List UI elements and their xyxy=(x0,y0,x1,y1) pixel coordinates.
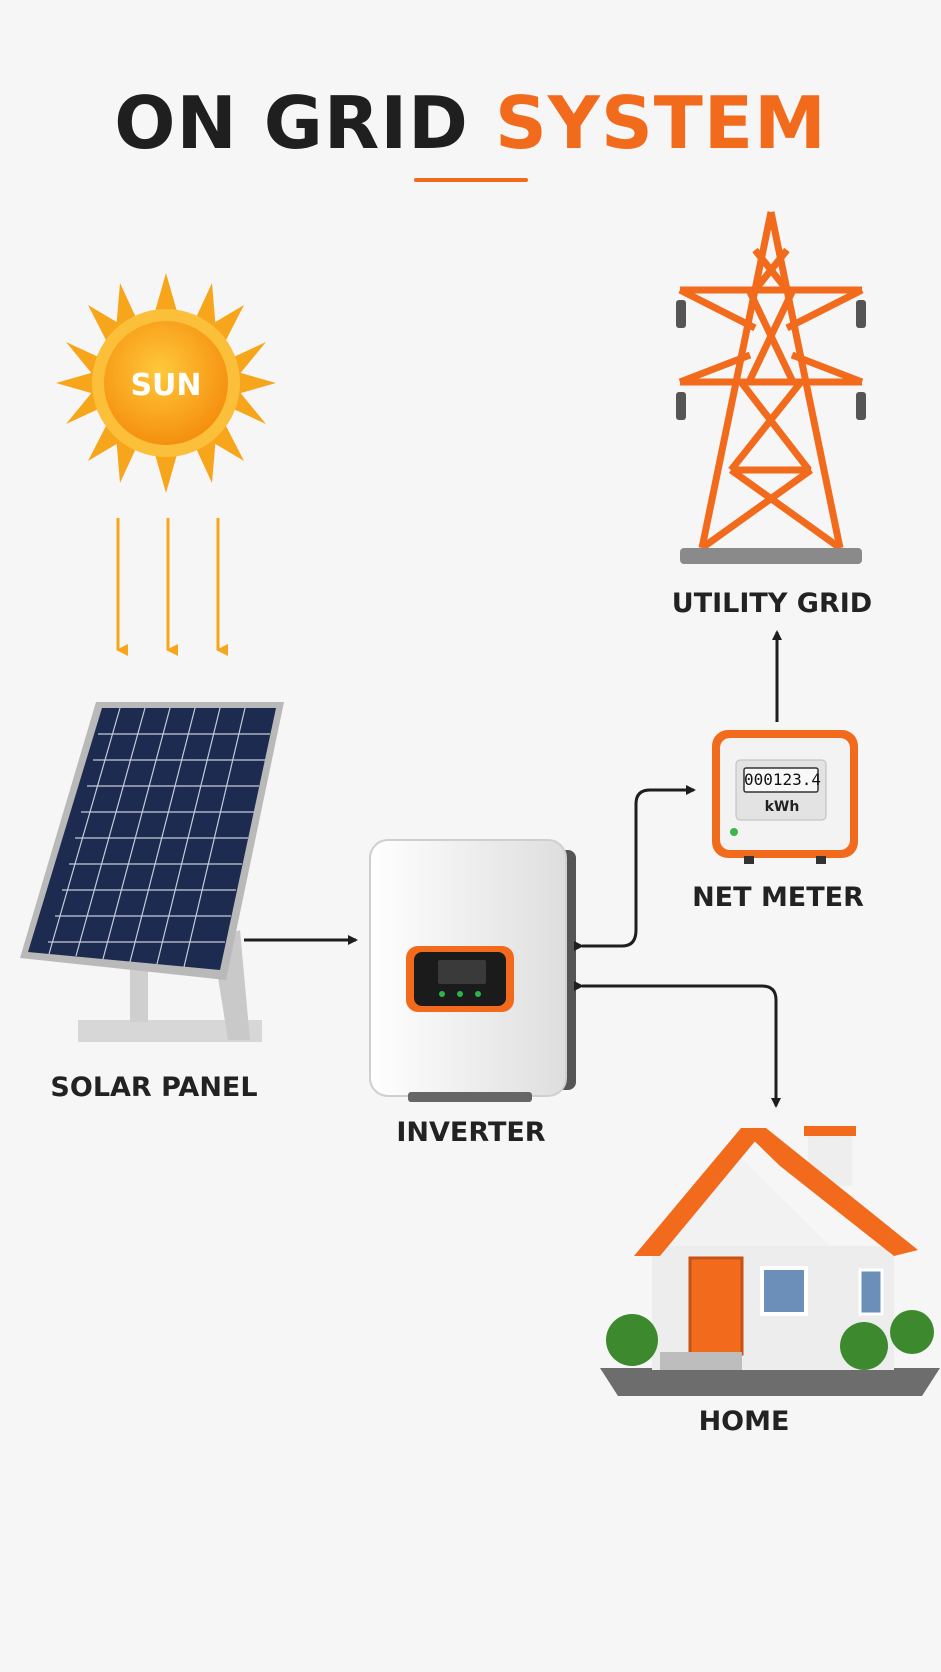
inverter-label: INVERTER xyxy=(396,1117,546,1148)
arrow-inverter-meter xyxy=(574,785,696,951)
meter-reading: 000123.4 xyxy=(744,770,822,789)
solar-panel-icon xyxy=(20,702,284,1042)
net-meter-icon xyxy=(712,730,858,864)
transmission-tower-icon xyxy=(678,211,864,551)
tower-insulators xyxy=(676,300,866,420)
title-underline xyxy=(414,178,528,182)
tower-base xyxy=(680,548,862,564)
utility-grid-label: UTILITY GRID xyxy=(671,588,873,619)
sun-label: SUN xyxy=(130,368,202,403)
inverter-icon xyxy=(369,839,576,1102)
title-part-1: ON GRID xyxy=(114,81,469,165)
home-label: HOME xyxy=(698,1406,790,1437)
house-icon xyxy=(600,1126,940,1396)
solar-panel-label: SOLAR PANEL xyxy=(50,1072,258,1103)
sunlight-arrows xyxy=(116,518,228,656)
meter-unit: kWh xyxy=(764,799,800,815)
net-meter-label: NET METER xyxy=(692,882,864,913)
arrow-inverter-home xyxy=(574,981,781,1108)
title-part-2: SYSTEM xyxy=(494,81,827,165)
page-title: ON GRID SYSTEM xyxy=(0,78,941,168)
sun-icon xyxy=(56,273,276,493)
connectors xyxy=(244,630,782,1108)
